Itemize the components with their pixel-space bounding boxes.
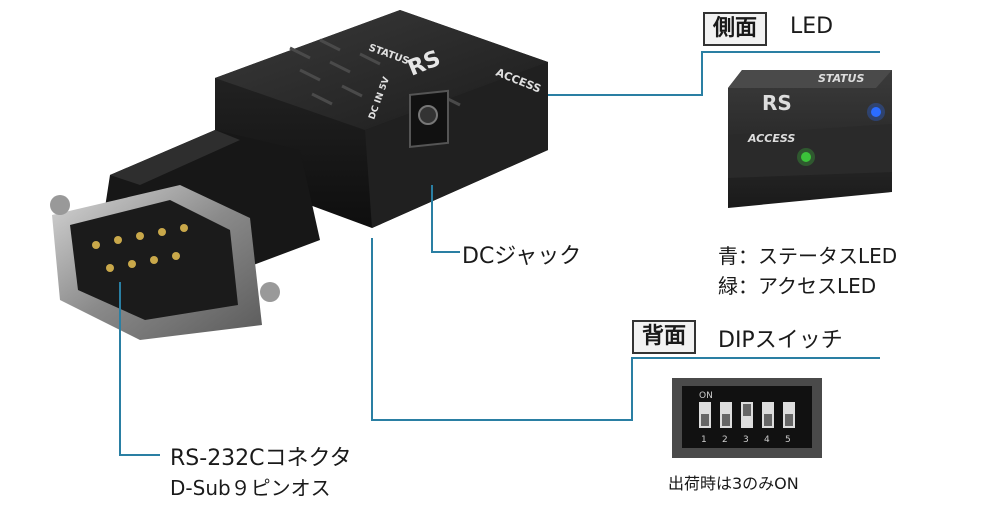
led-status-text: STATUS: [818, 72, 864, 85]
side-tag: 側面: [703, 12, 768, 46]
led-green-caption: 緑：アクセスLED: [718, 274, 877, 298]
leader-connector: [119, 282, 160, 456]
device-body: RS: [50, 10, 548, 340]
dip-num-1: 1: [701, 435, 707, 445]
leader-led: [548, 51, 880, 96]
dip-num-4: 4: [764, 435, 770, 445]
leader-lines: [119, 51, 880, 456]
led-closeup: RS: [728, 70, 892, 208]
leader-dc: [431, 185, 460, 253]
dc-jack-label: DCジャック: [462, 244, 582, 269]
dip-on-label: ON: [699, 391, 713, 401]
dip-num-5: 5: [785, 435, 791, 445]
back-label: DIPスイッチ: [718, 328, 843, 353]
dip-switch-closeup: [672, 378, 822, 458]
side-label: LED: [790, 14, 834, 39]
dip-note: 出荷時は3のみON: [668, 474, 799, 493]
led-blue-caption: 青：ステータスLED: [718, 244, 898, 268]
leader-dip: [371, 238, 880, 421]
dip-num-3: 3: [743, 435, 749, 445]
led-access-text: ACCESS: [747, 132, 795, 145]
svg-text:RS: RS: [762, 91, 792, 115]
dip-num-2: 2: [722, 435, 728, 445]
connector-line2: D-Sub９ピンオス: [170, 476, 331, 500]
connector-line1: RS-232Cコネクタ: [170, 446, 352, 471]
back-tag: 背面: [632, 320, 697, 354]
